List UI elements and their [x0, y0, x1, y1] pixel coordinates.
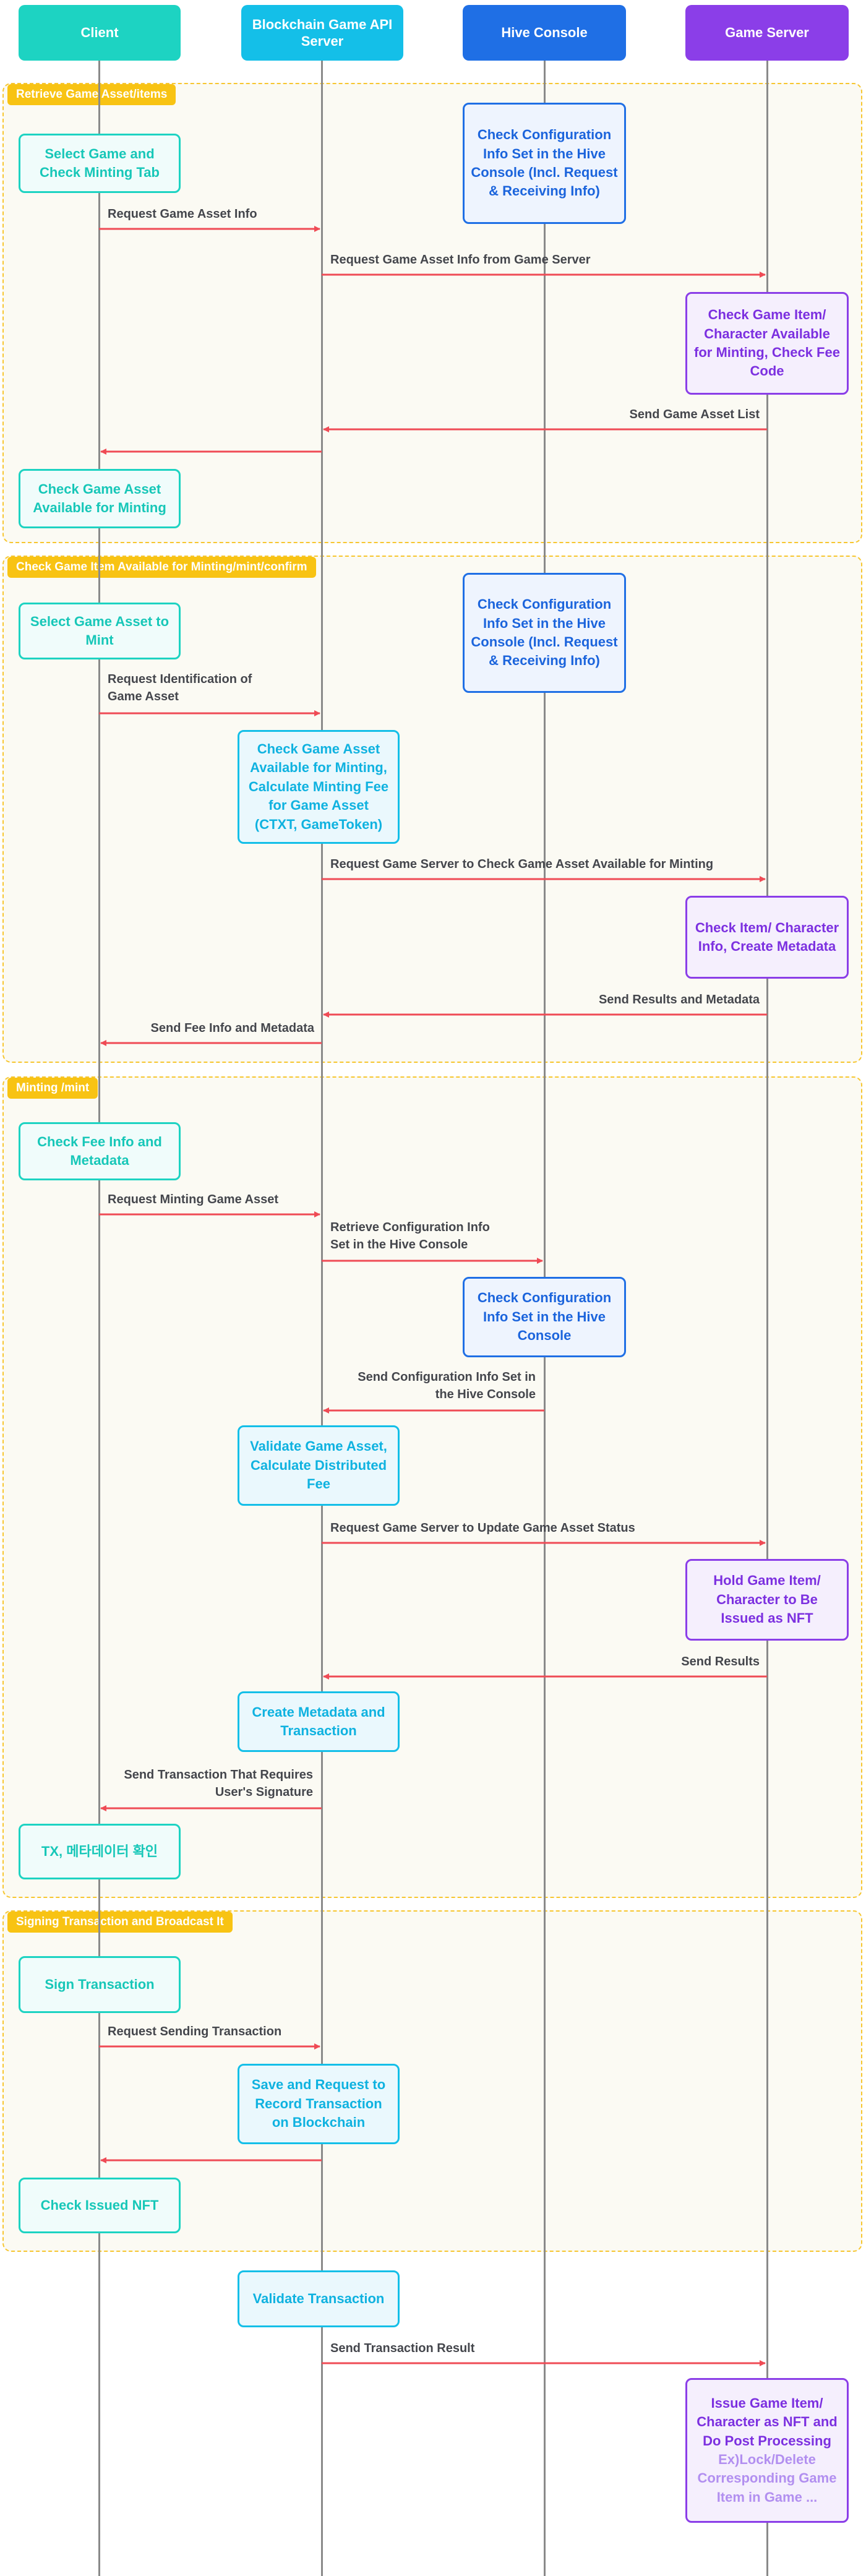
check-fee-metadata-box: Check Fee Info and Metadata	[19, 1122, 181, 1180]
message-label: Request Game Server to Check Game Asset …	[330, 857, 714, 871]
actor-game-server: Game Server	[685, 5, 849, 61]
section-label: Retrieve Game Asset/items	[7, 84, 176, 105]
section-minting: Minting /mint	[2, 1076, 862, 1898]
tx-metadata-confirm-box: TX, 메타데이터 확인	[19, 1824, 181, 1879]
calculate-minting-fee-box: Check Game Asset Available for Minting, …	[238, 730, 400, 844]
lifeline-client	[98, 56, 100, 2576]
message-label: Request Game Asset Info from Game Server	[330, 253, 591, 267]
message-label: Send Configuration Info Set in the Hive …	[358, 1370, 536, 1401]
lifeline-api-server	[321, 56, 323, 2576]
check-asset-available-box: Check Game Asset Available for Minting	[19, 469, 181, 528]
message-label: Send Game Asset List	[629, 408, 760, 421]
check-issued-nft-box: Check Issued NFT	[19, 2178, 181, 2233]
issue-nft-note: Ex)Lock/Delete Corresponding Game Item i…	[697, 2452, 837, 2505]
create-metadata-transaction-box: Create Metadata and Transaction	[238, 1691, 400, 1752]
issue-nft-post-processing-box: Issue Game Item/ Character as NFT and Do…	[685, 2378, 849, 2523]
message-label: Send Results	[681, 1655, 760, 1668]
validate-transaction-box: Validate Transaction	[238, 2270, 400, 2327]
message-label: Send Results and Metadata	[598, 993, 760, 1007]
actor-api-server: Blockchain Game API Server	[241, 5, 403, 61]
message-label: Request Game Asset Info	[108, 207, 257, 221]
create-metadata-box: Check Item/ Character Info, Create Metad…	[685, 896, 849, 979]
message-label: Request Minting Game Asset	[108, 1193, 278, 1206]
section-label: Check Game Item Available for Minting/mi…	[7, 557, 316, 578]
message-label: Request Identification of Game Asset	[108, 672, 252, 703]
actor-client: Client	[19, 5, 181, 61]
issue-nft-title: Issue Game Item/ Character as NFT and Do…	[697, 2395, 838, 2449]
hold-game-item-box: Hold Game Item/ Character to Be Issued a…	[685, 1559, 849, 1641]
message-label: Send Fee Info and Metadata	[150, 1021, 314, 1035]
message-label: Request Game Server to Update Game Asset…	[330, 1521, 635, 1535]
sign-transaction-box: Sign Transaction	[19, 1956, 181, 2013]
record-transaction-box: Save and Request to Record Transaction o…	[238, 2064, 400, 2144]
select-asset-to-mint-box: Select Game Asset to Mint	[19, 603, 181, 659]
actor-hive-console: Hive Console	[463, 5, 626, 61]
section-label: Minting /mint	[7, 1078, 98, 1099]
lifeline-game-server	[766, 56, 768, 2576]
check-game-item-fee-box: Check Game Item/ Character Available for…	[685, 292, 849, 395]
hive-config-check-box: Check Configuration Info Set in the Hive…	[463, 573, 626, 693]
message-label: Send Transaction Result	[330, 2342, 475, 2355]
hive-config-check-box: Check Configuration Info Set in the Hive…	[463, 1277, 626, 1357]
message-label: Send Transaction That Requires User's Si…	[124, 1768, 313, 1799]
section-label: Signing Transaction and Broadcast It	[7, 1912, 233, 1933]
validate-asset-fee-box: Validate Game Asset, Calculate Distribut…	[238, 1425, 400, 1506]
message-label: Request Sending Transaction	[108, 2025, 282, 2038]
message-label: Retrieve Configuration Info Set in the H…	[330, 1221, 490, 1252]
select-game-minting-tab-box: Select Game and Check Minting Tab	[19, 134, 181, 193]
hive-config-check-box: Check Configuration Info Set in the Hive…	[463, 103, 626, 224]
